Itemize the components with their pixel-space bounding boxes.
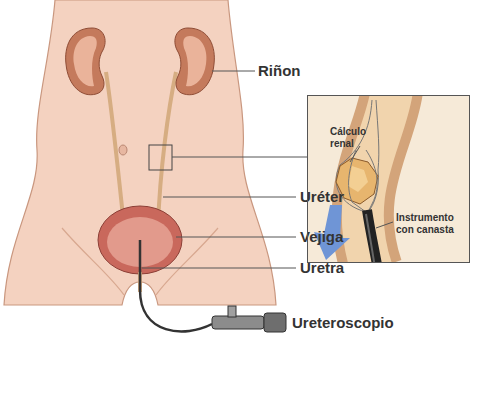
- callout-label: Cálculo renal: [330, 126, 378, 150]
- scope-cable: [140, 240, 212, 331]
- zoom-marker: [149, 145, 172, 170]
- kidney: [175, 28, 214, 95]
- navel: [119, 145, 127, 155]
- leader-line: [376, 222, 393, 228]
- leader-line: [142, 268, 296, 269]
- basket-instrument: [367, 210, 378, 263]
- kidney-cortex: [183, 36, 206, 86]
- leader-line: [163, 197, 296, 198]
- leader-line: [176, 237, 296, 238]
- ureter: [106, 72, 124, 226]
- basket-wire: [366, 150, 377, 212]
- instrument-highlight: [366, 214, 375, 263]
- part-label: Riñon: [258, 62, 301, 79]
- ureter: [158, 72, 176, 226]
- zoom-leader: [172, 157, 307, 158]
- kidney-cortex: [74, 36, 97, 86]
- inset-box: Cálculo renalInstrumento con canasta: [307, 95, 470, 263]
- stone-facet: [348, 166, 368, 192]
- kidney: [66, 28, 105, 95]
- scope-port: [228, 306, 236, 317]
- callout-label: Instrumento con canasta: [396, 212, 468, 236]
- scope-eyepiece: [264, 313, 286, 332]
- scope-handle: [212, 316, 264, 329]
- part-label: Ureteroscopio: [292, 314, 394, 331]
- leader-line: [212, 71, 255, 72]
